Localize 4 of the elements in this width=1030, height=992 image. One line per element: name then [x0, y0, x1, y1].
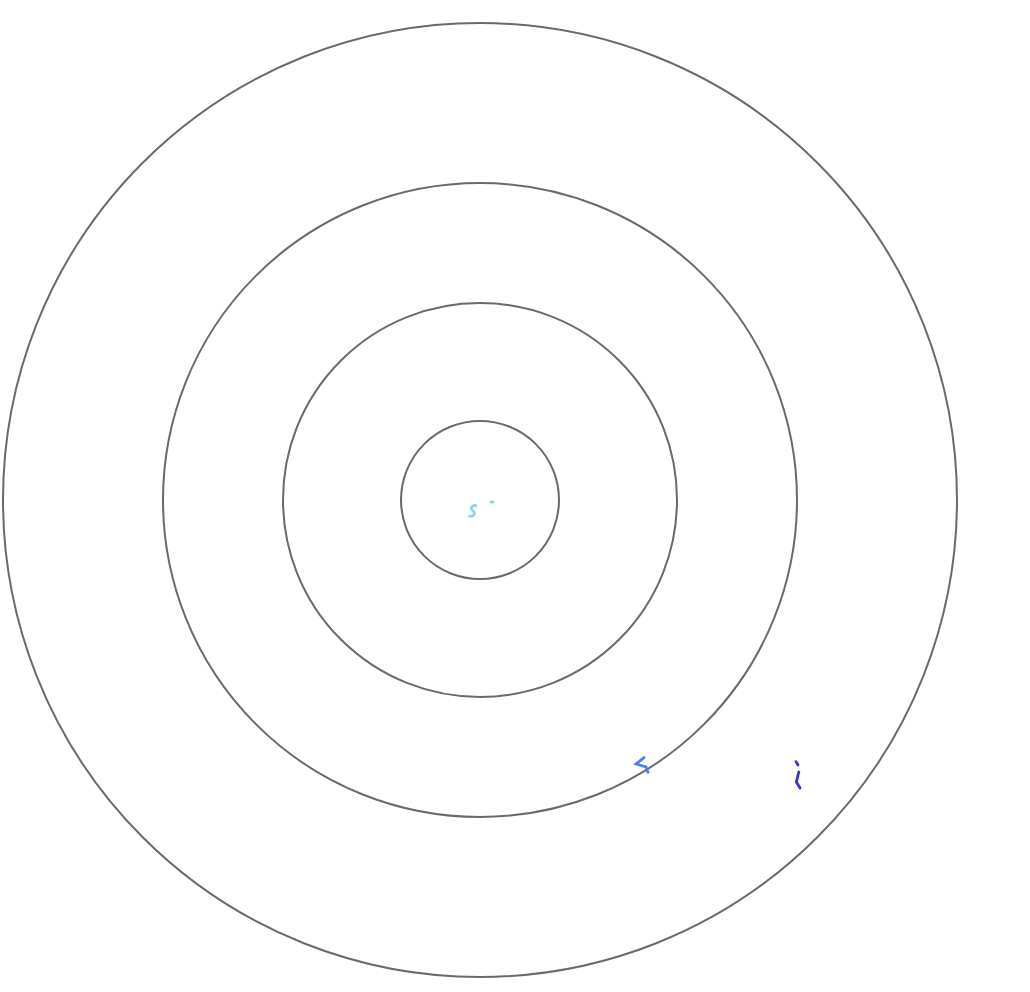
- concentric-circle: [162, 182, 798, 818]
- concentric-circle: [400, 420, 560, 580]
- concentric-circle: [2, 22, 958, 978]
- concentric-circle: [282, 302, 678, 698]
